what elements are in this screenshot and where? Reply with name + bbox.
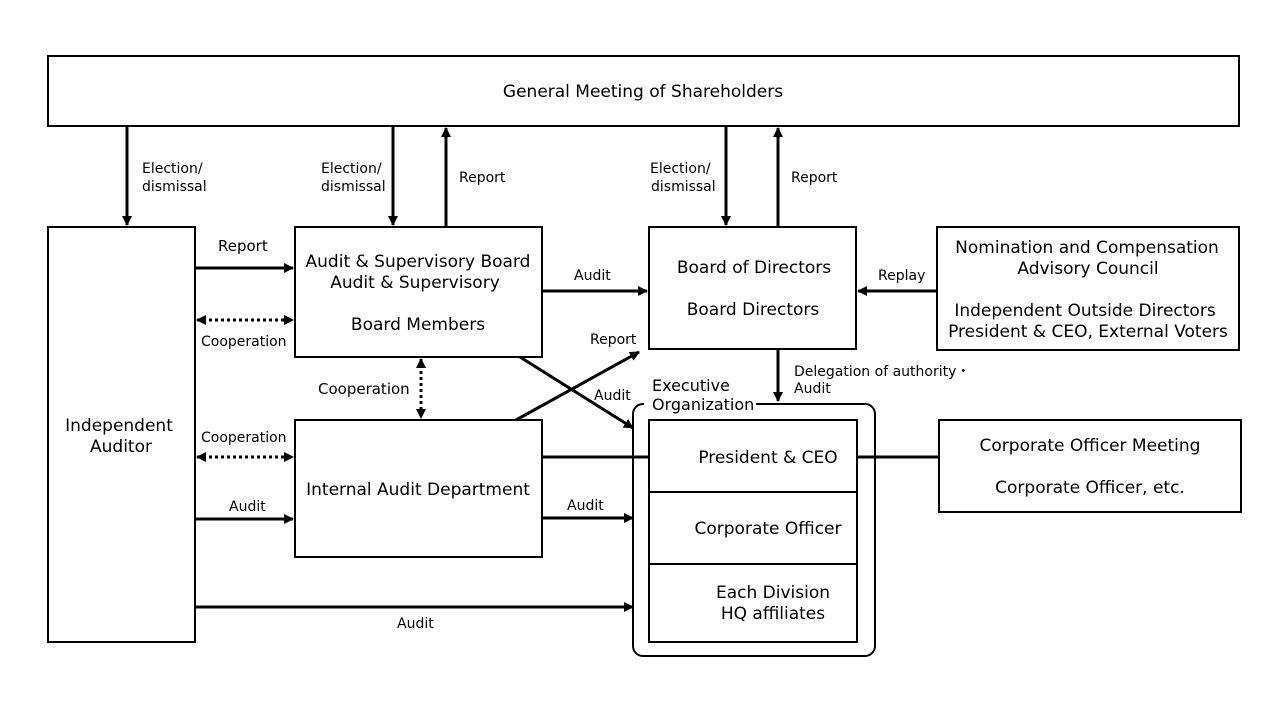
label-delegation-2: Audit — [794, 381, 831, 397]
label-election-1b: dismissal — [142, 179, 207, 195]
exec-title-2: Organization — [652, 395, 754, 414]
ncac-label-3: Independent Outside Directors — [954, 301, 1216, 321]
label-audit-auditor-iad: Audit — [229, 499, 266, 515]
label-audit-asb-bod: Audit — [574, 268, 611, 284]
asb-label-1: Audit & Supervisory Board — [306, 252, 531, 272]
label-audit-iad-exec: Audit — [567, 498, 604, 514]
label-election-2a: Election/ — [321, 161, 382, 177]
asb-label-3: Board Members — [351, 315, 485, 335]
bod-label-2: Board Directors — [687, 300, 820, 320]
bod-label-1: Board of Directors — [677, 258, 831, 278]
exec-officer-label: Corporate Officer — [695, 519, 842, 539]
connectors — [122, 126, 939, 612]
label-election-3a: Election/ — [650, 161, 711, 177]
label-report-auditor-asb: Report — [218, 237, 268, 255]
label-audit-asb-exec: Audit — [594, 388, 631, 404]
com-label-2: Corporate Officer, etc. — [995, 478, 1185, 498]
label-cooperation-auditor-asb: Cooperation — [201, 334, 287, 350]
label-report-bod-gm: Report — [791, 170, 838, 186]
ncac-label-2: Advisory Council — [1017, 259, 1158, 279]
label-delegation-1: Delegation of authority・ — [794, 364, 970, 380]
label-election-2b: dismissal — [321, 179, 386, 195]
independent-auditor-box: Independent Auditor — [47, 226, 196, 643]
arrow-asb-exec — [519, 355, 634, 430]
label-replay: Replay — [878, 268, 925, 284]
nomination-council-box: Nomination and Compensation Advisory Cou… — [936, 226, 1240, 351]
label-audit-auditor-exec: Audit — [397, 616, 434, 632]
label-report-asb-gm: Report — [459, 170, 506, 186]
exec-division-label-1: Each Division — [716, 583, 830, 603]
internal-audit-department-box: Internal Audit Department — [294, 419, 543, 558]
shareholders-label: General Meeting of Shareholders — [503, 82, 783, 102]
board-of-directors-box: Board of Directors Board Directors — [648, 226, 857, 350]
label-election-1a: Election/ — [142, 161, 203, 177]
exec-title-1: Executive — [652, 376, 730, 395]
connector-labels: Election/ dismissal Election/ dismissal … — [142, 161, 970, 632]
label-cooperation-auditor-iad: Cooperation — [201, 430, 287, 446]
auditor-label-1: Independent — [65, 416, 173, 436]
arrow-iad-bod — [515, 350, 640, 422]
ncac-label-4: President & CEO, External Voters — [948, 322, 1228, 342]
ncac-label-1: Nomination and Compensation — [955, 238, 1219, 258]
audit-supervisory-board-box: Audit & Supervisory Board Audit & Superv… — [294, 226, 543, 358]
exec-ceo-label: President & CEO — [698, 448, 837, 468]
label-election-3b: dismissal — [651, 179, 716, 195]
executive-organization-group: Executive Organization President & CEO C… — [632, 372, 876, 657]
shareholders-box: General Meeting of Shareholders — [47, 55, 1240, 127]
asb-label-2: Audit & Supervisory — [330, 273, 500, 293]
corporate-officer-meeting-box: Corporate Officer Meeting Corporate Offi… — [938, 419, 1242, 513]
exec-division-label-2: HQ affiliates — [721, 604, 825, 624]
label-cooperation-asb-iad: Cooperation — [318, 380, 410, 398]
com-label-1: Corporate Officer Meeting — [980, 436, 1201, 456]
auditor-label-2: Auditor — [90, 437, 152, 457]
label-report-iad-bod: Report — [590, 332, 637, 348]
iad-label: Internal Audit Department — [306, 480, 530, 500]
